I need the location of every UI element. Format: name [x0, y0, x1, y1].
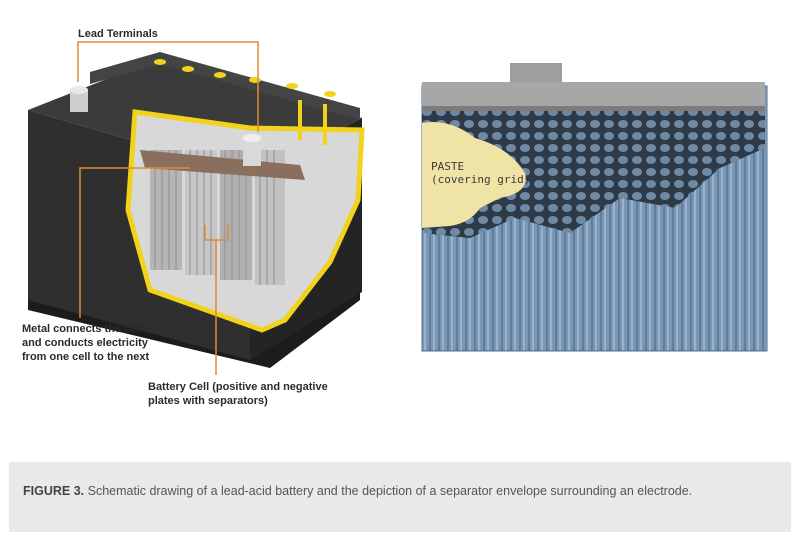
paste-region	[422, 122, 526, 228]
battery-cell-label: Battery Cell (positive and negative plat…	[148, 381, 328, 407]
lead-terminals-label: Lead Terminals	[78, 28, 158, 40]
separator-envelope-illustration	[421, 63, 768, 352]
figure-illustration-area: Lead Terminals Metal connects the cells …	[22, 28, 768, 407]
figure-number: FIGURE 3.	[23, 484, 85, 498]
metal-connects-label: Metal connects the cells and conducts el…	[22, 323, 150, 363]
metal-connector-strap	[140, 150, 305, 180]
inner-terminal	[243, 134, 261, 166]
callout-lines	[77, 41, 259, 375]
vent-caps	[154, 59, 336, 97]
caption-description: Schematic drawing of a lead-acid battery…	[87, 484, 693, 498]
left-terminal	[70, 86, 88, 112]
battery-cutaway-illustration	[28, 41, 365, 375]
paste-label: PASTE (covering grid)	[431, 160, 531, 186]
figure-caption: FIGURE 3. Schematic drawing of a lead-ac…	[9, 462, 791, 532]
caption-text: FIGURE 3. Schematic drawing of a lead-ac…	[23, 481, 783, 501]
